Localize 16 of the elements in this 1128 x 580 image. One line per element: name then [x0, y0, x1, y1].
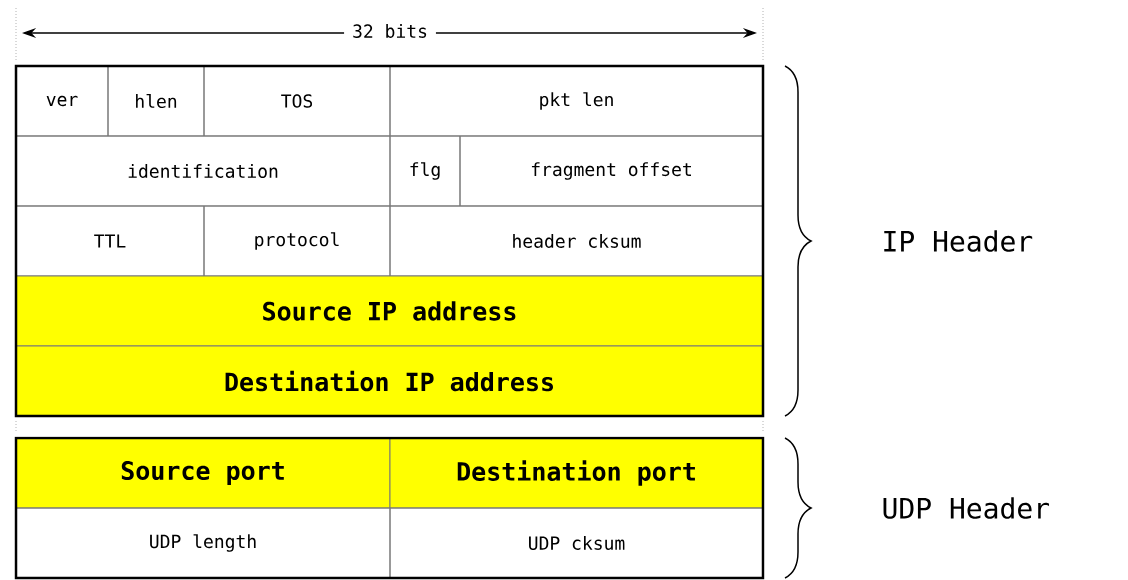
field-cell: UDP length [15, 507, 391, 579]
field-cell: ver [15, 65, 109, 137]
field-cell: Source IP address [15, 275, 764, 347]
field-cell: identification [15, 135, 391, 207]
field-cell: flg [389, 135, 461, 207]
field-cell: UDP cksum [389, 507, 764, 579]
field-cell: Destination port [389, 437, 764, 509]
field-cell: pkt len [389, 65, 764, 137]
dimension-label: 32 bits [344, 22, 436, 40]
field-cell: hlen [107, 65, 205, 137]
field-cell: Source port [15, 437, 391, 509]
field-cell: Destination IP address [15, 345, 764, 417]
header-label: IP Header [884, 230, 1033, 252]
field-cell: TOS [203, 65, 391, 137]
field-cell: fragment offset [459, 135, 764, 207]
header-label: UDP Header [883, 497, 1050, 519]
